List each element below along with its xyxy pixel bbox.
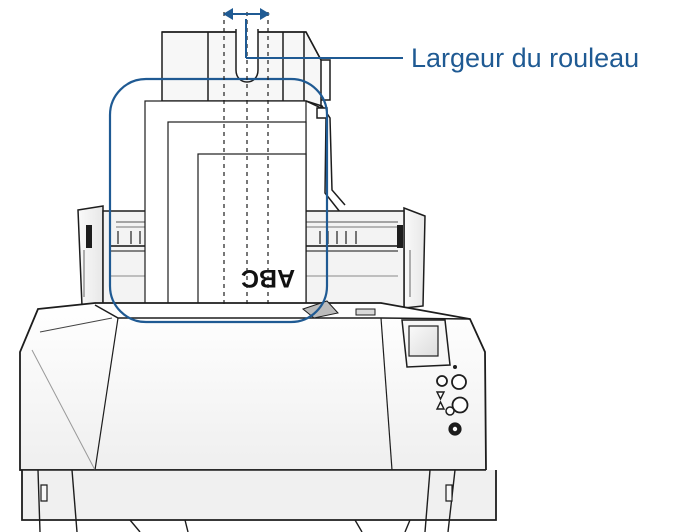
width-callout-outline bbox=[108, 77, 329, 324]
roller-width-guides bbox=[223, 12, 269, 307]
paper-stack bbox=[144, 100, 307, 310]
control-panel-icon bbox=[401, 319, 469, 436]
width-arrow-icon bbox=[223, 8, 403, 59]
roller-width-label: Largeur du rouleau bbox=[411, 43, 639, 73]
paper-chute-icon bbox=[161, 29, 346, 213]
scanner-body-icon bbox=[19, 300, 497, 532]
